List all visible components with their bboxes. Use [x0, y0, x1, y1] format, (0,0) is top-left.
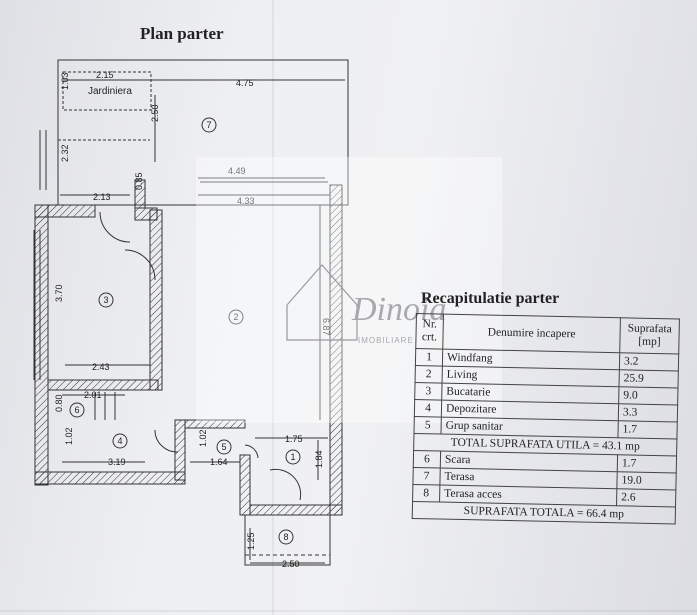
- watermark-sub: IMOBILIARE: [358, 336, 414, 345]
- dim-label: 2.32: [60, 144, 70, 162]
- wall: [249, 504, 343, 516]
- dim-label: 3.70: [54, 284, 64, 302]
- cell-area: 3.2: [619, 352, 679, 372]
- dim-label: 1.75: [285, 434, 303, 444]
- dim-label: 2.13: [93, 192, 111, 202]
- watermark-brand: Dinoia: [351, 291, 446, 328]
- dim-label: 2.50: [150, 104, 160, 122]
- cell-nr: 5: [413, 416, 442, 435]
- jardiniera-box: [62, 71, 152, 111]
- dim-label: 4.75: [236, 78, 254, 88]
- cell-nr: 3: [414, 382, 443, 401]
- header-area: Suprafata [mp]: [619, 317, 680, 355]
- wall: [34, 471, 186, 485]
- room-number: 5: [221, 442, 226, 452]
- wall: [134, 207, 158, 221]
- recap-title: Recapitulatie parter: [421, 290, 560, 307]
- cell-area: 1.7: [617, 454, 677, 473]
- cell-nr: 6: [413, 450, 441, 469]
- paper-fold: [0, 610, 697, 612]
- cell-area: 1.7: [617, 420, 678, 439]
- dim-label: 1.03: [60, 72, 70, 90]
- cell-area: 9.0: [618, 386, 678, 405]
- wall: [134, 179, 146, 209]
- dim-label: 1.02: [198, 429, 208, 447]
- dim-label: 1.02: [64, 427, 74, 445]
- dim-label: 2.43: [92, 362, 110, 372]
- room-number: 7: [206, 120, 211, 130]
- room-number: 2: [233, 312, 238, 322]
- cell-nr: 7: [412, 467, 441, 486]
- wall: [47, 379, 159, 391]
- wall: [239, 454, 251, 516]
- plan-title: Plan parter: [140, 24, 224, 43]
- dim-label: 0.80: [54, 394, 64, 412]
- paper-fold: [272, 0, 274, 615]
- dim-label: 2.01: [84, 390, 102, 400]
- recap-table: Nr. crt. Denumire incapere Suprafata [mp…: [411, 313, 680, 546]
- terrace-outline: [57, 59, 349, 206]
- dim-label: 4.49: [228, 166, 246, 176]
- room-number: 1: [290, 452, 295, 462]
- room-number: 6: [74, 405, 79, 415]
- dim-label: 2.15: [96, 70, 114, 80]
- cell-nr: 1: [415, 348, 443, 367]
- cell-area: 3.3: [618, 403, 678, 422]
- jardiniera-label: Jardiniera: [88, 86, 132, 97]
- room-number: 4: [117, 436, 122, 446]
- cell-area: 2.6: [616, 488, 676, 507]
- header-nr: Nr. crt.: [415, 313, 444, 350]
- wall: [149, 209, 163, 391]
- cell-nr: 2: [415, 365, 443, 384]
- house-icon: [286, 264, 358, 341]
- room-number: 3: [103, 295, 108, 305]
- dim-label: 2.50: [282, 559, 300, 569]
- cell-area: 25.9: [618, 369, 679, 389]
- dim-label: 0.85: [134, 172, 144, 190]
- dim-label: 1.64: [210, 457, 228, 467]
- wall: [174, 419, 186, 481]
- header-name: Denumire incapere: [442, 314, 621, 353]
- watermark-logo: Dinoia IMOBILIARE: [286, 264, 446, 345]
- dim-label: 1.25: [246, 532, 256, 550]
- wall: [184, 419, 246, 429]
- dim-label: 4.33: [237, 196, 255, 206]
- dim-label: 6.87: [321, 318, 331, 336]
- room-number: 8: [283, 532, 288, 542]
- cell-nr: 8: [412, 484, 440, 503]
- dim-label: 1.84: [314, 450, 324, 468]
- cell-area: 19.0: [616, 471, 677, 490]
- wall: [34, 204, 49, 486]
- dim-label: 3.19: [108, 457, 126, 467]
- cell-nr: 4: [414, 399, 442, 418]
- watermark-backdrop: [196, 157, 502, 423]
